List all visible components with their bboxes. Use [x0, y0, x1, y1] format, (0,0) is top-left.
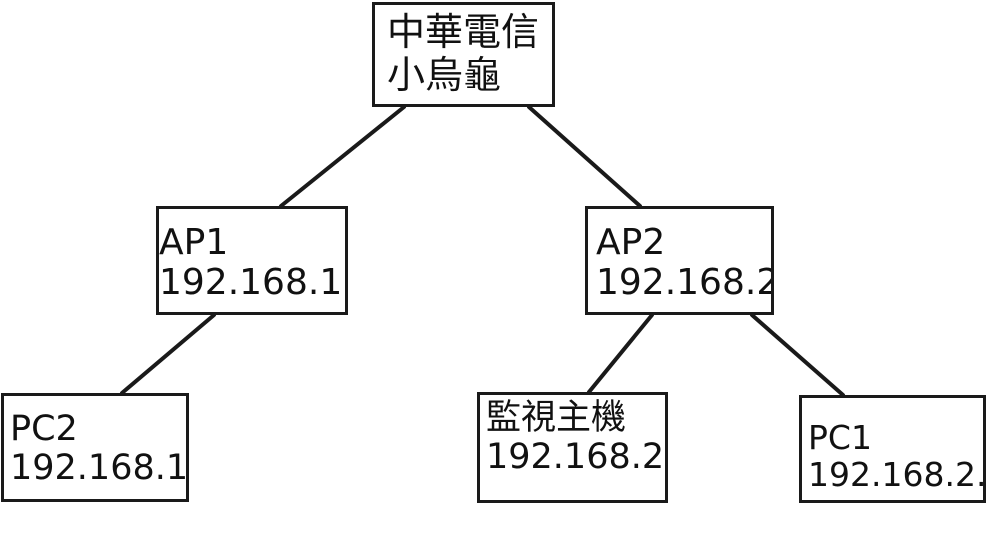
ap1-node: AP1 192.168.1.1: [156, 206, 348, 315]
monitor-host-ip: 192.168.2.11: [486, 437, 665, 478]
monitor-host-node: 監視主機 192.168.2.11: [477, 392, 668, 503]
link-ap1-pc2: [120, 313, 216, 395]
link-ap2-monitor-host: [587, 313, 654, 394]
link-isp-ap2: [527, 105, 642, 208]
isp-name: 中華電信: [387, 10, 540, 54]
isp-device-name: 小烏龜: [387, 52, 502, 97]
link-isp-ap1: [279, 105, 406, 208]
pc1-name: PC1: [808, 418, 872, 457]
ap1-ip: 192.168.1.1: [159, 262, 345, 304]
pc2-ip: 192.168.1.15: [10, 448, 189, 489]
ap2-node: AP2 192.168.2.1: [585, 206, 774, 315]
pc2-node: PC2 192.168.1.15: [1, 393, 189, 502]
link-ap2-pc1: [750, 313, 845, 397]
ap1-name: AP1: [159, 222, 229, 263]
ap2-name: AP2: [596, 222, 666, 263]
pc1-ip: 192.168.2.15: [808, 454, 986, 494]
pc2-name: PC2: [10, 409, 78, 449]
ap2-ip: 192.168.2.1: [596, 262, 771, 304]
isp-router-node: 中華電信 小烏龜: [372, 2, 555, 107]
pc1-node: PC1 192.168.2.15: [799, 395, 986, 503]
monitor-host-name: 監視主機: [486, 398, 627, 438]
